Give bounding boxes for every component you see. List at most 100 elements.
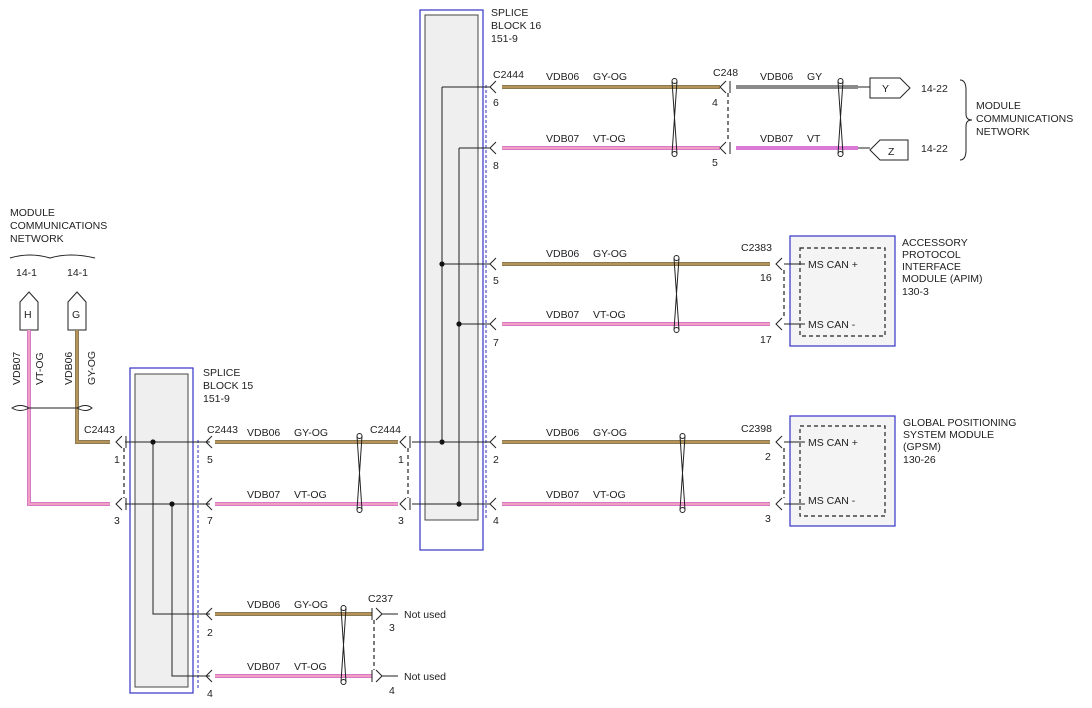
w3-vt-og: VT-OG <box>593 133 626 145</box>
gpsm-label-2: SYSTEM MODULE <box>903 429 994 441</box>
gpsm-can-plus: MS CAN + <box>808 437 858 449</box>
terminal-h: H <box>19 291 39 331</box>
c2398-pin-3: 3 <box>765 513 771 525</box>
twist-6 <box>679 435 686 511</box>
left-network-label-3: NETWORK <box>10 233 64 245</box>
twist-1 <box>356 435 363 511</box>
gpsm-label-1: GLOBAL POSITIONING <box>903 417 1016 429</box>
sb16-pin-8: 8 <box>493 160 499 172</box>
sb16-pin-2: 2 <box>493 454 499 466</box>
terminal-z-label: Z <box>888 146 895 158</box>
left-vt-og: VT-OG <box>34 352 46 385</box>
ref-g: 14-1 <box>67 267 88 279</box>
w1-gy-og: GY-OG <box>294 427 328 439</box>
terminal-g-label: G <box>72 309 80 321</box>
c248-label: C248 <box>713 67 738 79</box>
w2-vdb06: VDB06 <box>247 599 280 611</box>
twisted-pair-left <box>11 405 93 411</box>
sb16-pin-4: 4 <box>493 515 499 527</box>
sb16-pin-7: 7 <box>493 337 499 349</box>
c2398-pin-2: 2 <box>765 451 771 463</box>
gpsm-code: 130-26 <box>903 454 936 466</box>
splice-block-15-code: 151-9 <box>203 393 230 405</box>
sb15-pin-2: 2 <box>207 627 213 639</box>
splice-block-15-subtitle: BLOCK 15 <box>203 380 253 392</box>
c2443-pin-1: 1 <box>114 454 120 466</box>
sb15-bus-gy-og <box>152 442 210 615</box>
w1-vdb07: VDB07 <box>247 489 280 501</box>
left-network-brace <box>9 254 96 259</box>
terminal-y-label: Y <box>882 83 889 95</box>
splice-block-16-subtitle: BLOCK 16 <box>491 20 541 32</box>
c2443-right-label: C2443 <box>207 424 238 436</box>
right-network-brace <box>959 79 973 161</box>
w5-vdb07: VDB07 <box>546 309 579 321</box>
sb15-pin-5: 5 <box>207 454 213 466</box>
gpsm-label-3: (GPSM) <box>903 441 941 453</box>
w2-vt-og: VT-OG <box>294 661 327 673</box>
c248-pin-5: 5 <box>712 157 718 169</box>
right-network-label-2: COMMUNICATIONS <box>976 113 1073 125</box>
w3-vdb06: VDB06 <box>546 71 579 83</box>
right-network-label-1: MODULE <box>976 100 1021 112</box>
c2383-label: C2383 <box>741 242 772 254</box>
sb15-pin-7: 7 <box>207 515 213 527</box>
w6-vt-og: VT-OG <box>593 489 626 501</box>
w2-gy-og: GY-OG <box>294 599 328 611</box>
twist-2 <box>340 607 347 683</box>
w1-vt-og: VT-OG <box>294 489 327 501</box>
c237-pin-3: 3 <box>389 622 395 634</box>
splice-block-16-code: 151-9 <box>491 33 518 45</box>
terminal-y-ref: 14-22 <box>921 83 948 95</box>
twist-4 <box>837 80 844 155</box>
not-used-2: Not used <box>404 671 446 683</box>
left-network-label-2: COMMUNICATIONS <box>10 220 107 232</box>
splice-block-16-title: SPLICE <box>491 7 528 19</box>
apim-label-4: MODULE (APIM) <box>902 273 983 285</box>
c2383-pin-17: 17 <box>760 334 772 346</box>
sb15-pin-4: 4 <box>207 688 213 700</box>
terminal-g: G <box>67 291 87 331</box>
apim-module <box>789 235 896 347</box>
w4-vt: VT <box>807 133 821 145</box>
apim-can-minus: MS CAN - <box>808 319 856 331</box>
left-vdb06: VDB06 <box>63 352 75 385</box>
w5-gy-og: GY-OG <box>593 248 627 260</box>
c237-label: C237 <box>368 593 393 605</box>
w6-gy-og: GY-OG <box>593 427 627 439</box>
c2383-pin-16: 16 <box>760 272 772 284</box>
w2-vdb07: VDB07 <box>247 661 280 673</box>
gpsm-can-minus: MS CAN - <box>808 495 856 507</box>
w5-vt-og: VT-OG <box>593 309 626 321</box>
apim-label-1: ACCESSORY <box>902 237 968 249</box>
c2443-left-label: C2443 <box>84 424 115 436</box>
w4-vdb06: VDB06 <box>760 71 793 83</box>
c248-pin-4: 4 <box>712 97 718 109</box>
ref-h: 14-1 <box>16 267 37 279</box>
twist-5 <box>673 257 680 331</box>
left-vdb07: VDB07 <box>11 352 23 385</box>
sb16-pin-6: 6 <box>493 97 499 109</box>
c2444-left-label: C2444 <box>370 424 401 436</box>
terminal-h-label: H <box>24 309 32 321</box>
right-network-label-3: NETWORK <box>976 126 1030 138</box>
sb16-pin-5: 5 <box>493 275 499 287</box>
w4-vdb07: VDB07 <box>760 133 793 145</box>
w4-gy: GY <box>807 71 822 83</box>
apim-label-2: PROTOCOL <box>902 249 961 261</box>
terminal-y: Y <box>869 77 911 99</box>
gpsm-module <box>789 415 896 527</box>
not-used-1: Not used <box>404 609 446 621</box>
w6-vdb07: VDB07 <box>546 489 579 501</box>
w3-vdb07: VDB07 <box>546 133 579 145</box>
terminal-z: Z <box>869 139 909 161</box>
apim-code: 130-3 <box>902 286 929 298</box>
c2444-right-label: C2444 <box>493 69 524 81</box>
terminal-z-ref: 14-22 <box>921 143 948 155</box>
w6-vdb06: VDB06 <box>546 427 579 439</box>
splice-block-16 <box>419 9 487 551</box>
splice-block-15 <box>129 367 199 694</box>
left-gy-og: GY-OG <box>86 351 98 385</box>
w3-gy-og: GY-OG <box>593 71 627 83</box>
